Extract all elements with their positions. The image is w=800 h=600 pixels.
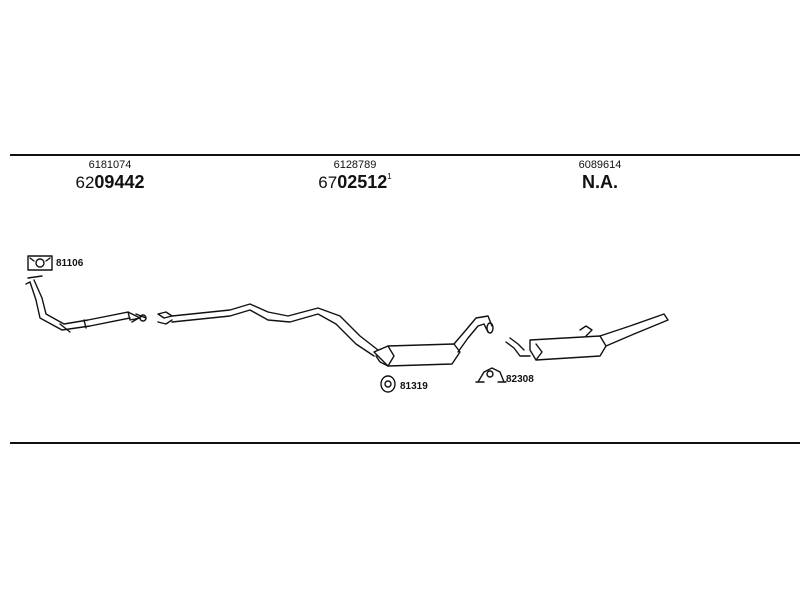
part-ref-number: 6089614 [578,159,622,171]
part-center-pipe: 6128789 67025121 [300,159,410,192]
part-front-pipe: 6181074 6209442 [60,159,160,192]
gasket-icon [27,255,53,271]
rubber-mount-icon [380,375,396,393]
part-rear-silencer: 6089614 N.A. [550,159,650,192]
center-pipe [157,303,379,357]
front-pipe [25,275,147,333]
clamp-icon [475,367,507,383]
rear-silencer [505,313,669,361]
part-number: N.A. [582,172,618,192]
center-silencer [373,315,494,367]
part-number: 6209442 [75,172,145,192]
top-rule [10,154,800,156]
bottom-rule [10,442,800,444]
part-ref-number: 6181074 [88,159,132,171]
rubber-mount-part-number: 81319 [400,381,428,392]
part-ref-number: 6128789 [333,159,377,171]
clamp-part-number: 82308 [506,374,534,385]
gasket-part-number: 81106 [56,258,84,269]
part-number: 67025121 [318,172,392,192]
